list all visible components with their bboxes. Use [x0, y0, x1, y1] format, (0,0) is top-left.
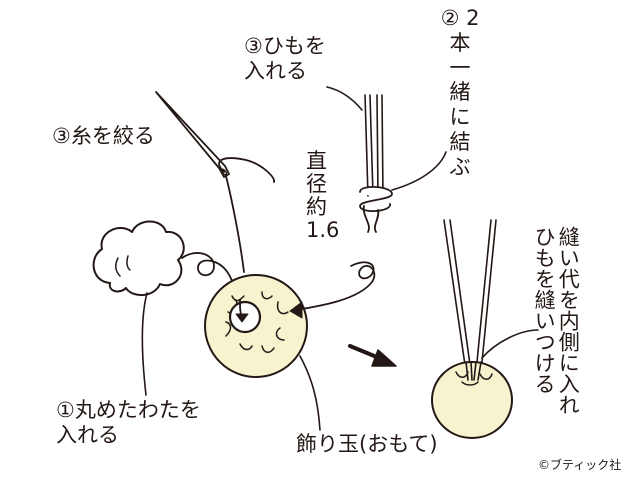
label-tie-strings: ③ひもを 入れる — [244, 34, 326, 83]
label-diameter: 直 径 約 1.6 — [306, 149, 340, 243]
needle — [155, 91, 230, 178]
leader-knot — [391, 151, 447, 191]
label-seam-inside: 縫い代を内側に入れ ひもを縫いつける — [532, 226, 581, 415]
label-knot-together: ② 2本一緒に 結ぶ — [440, 6, 480, 179]
strings-knot — [359, 186, 393, 233]
diameter-arrow — [295, 261, 376, 311]
diameter-arrowhead — [289, 301, 303, 319]
label-stuff-cotton: ①丸めたわたを 入れる — [56, 398, 201, 447]
finished-gather — [455, 371, 493, 386]
copyright: ©ブティック社 — [538, 458, 622, 472]
insert-arrow-swirl — [181, 252, 237, 306]
cotton-detail — [115, 255, 131, 277]
leader-string — [326, 86, 363, 111]
leader-cotton — [141, 292, 148, 396]
bead-finished — [431, 361, 513, 439]
cotton-ball — [92, 220, 185, 296]
strings — [364, 94, 384, 197]
thread — [218, 157, 275, 273]
label-pull-thread: ③糸を絞る — [52, 124, 155, 148]
process-arrowhead — [371, 349, 397, 367]
leader-bead — [299, 355, 321, 431]
leader-seam — [481, 329, 539, 359]
bead-opening-arrowhead — [235, 313, 249, 323]
label-bead-front: 飾り玉(おもて) — [296, 432, 438, 456]
finished-strings — [443, 219, 497, 373]
finished-strings-inner — [465, 361, 482, 381]
